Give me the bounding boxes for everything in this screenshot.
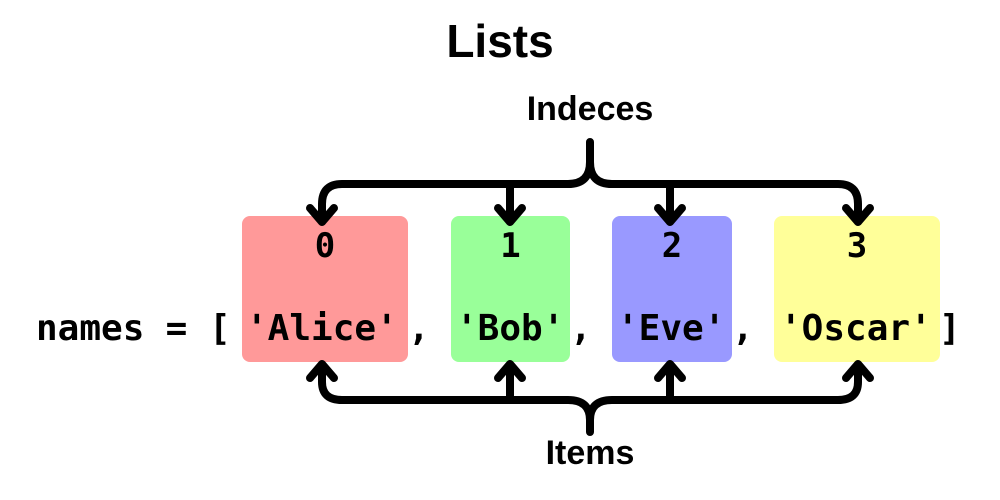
- code-item-1: 'Bob': [456, 308, 565, 349]
- code-item-0: 'Alice': [246, 308, 398, 349]
- index-0: 0: [314, 226, 336, 266]
- arrowhead-down-2: [654, 204, 686, 226]
- arrowhead-down-3: [842, 204, 874, 226]
- code-separator-0: ,: [408, 308, 452, 349]
- arrowhead-up-1: [494, 360, 526, 382]
- index-3: 3: [846, 226, 868, 266]
- items-brace: [318, 362, 594, 436]
- indices-label: Indeces: [526, 90, 654, 128]
- items-label: Items: [545, 434, 635, 472]
- arrowhead-up-0: [306, 360, 338, 382]
- arrowhead-up-2: [654, 360, 686, 382]
- code-separator-2: ,: [732, 308, 776, 349]
- diagram-title: Lists: [446, 15, 554, 67]
- code-separator-1: ,: [570, 308, 614, 349]
- indices-brace: [318, 138, 594, 224]
- index-1: 1: [500, 226, 521, 266]
- element-box-2: [612, 216, 732, 362]
- element-box-3: [774, 216, 940, 362]
- code-close: ]: [939, 308, 961, 349]
- element-box-0: [242, 216, 408, 362]
- code-item-3: 'Oscar': [780, 308, 932, 349]
- index-2: 2: [661, 226, 683, 266]
- code-variable: names: [36, 308, 145, 349]
- code-item-2: 'Eve': [617, 308, 726, 349]
- arrowhead-down-1: [494, 204, 526, 226]
- arrowhead-down-0: [306, 204, 338, 226]
- code-assign: = [: [144, 308, 231, 349]
- element-box-1: [451, 216, 570, 362]
- arrowhead-up-3: [842, 360, 874, 382]
